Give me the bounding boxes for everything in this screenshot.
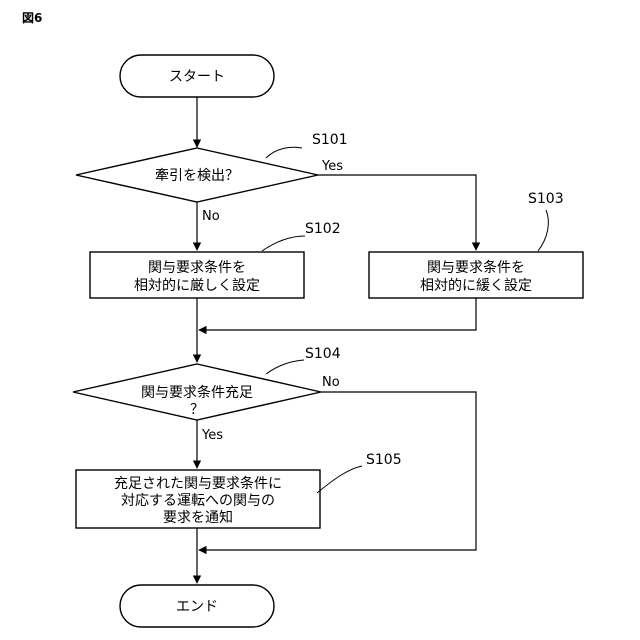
s104-no-label: No bbox=[322, 375, 340, 390]
decision-s104: 関与要求条件充足 ？ bbox=[73, 364, 321, 420]
s105-step: S105 bbox=[366, 452, 402, 468]
start-terminal: スタート bbox=[120, 55, 274, 97]
s105-line-3: 要求を通知 bbox=[163, 509, 233, 526]
s101-leader bbox=[266, 147, 302, 158]
s101-yes-label: Yes bbox=[321, 159, 343, 174]
s104-line-1: 関与要求条件充足 bbox=[141, 384, 253, 401]
s104-line-2: ？ bbox=[190, 402, 204, 418]
s103-line-1: 関与要求条件を bbox=[427, 259, 525, 276]
s104-step: S104 bbox=[305, 346, 341, 362]
s105-line-2: 対応する運転への関与の bbox=[121, 493, 275, 509]
end-terminal: エンド bbox=[120, 585, 274, 627]
s101-label: 牽引を検出？ bbox=[155, 167, 239, 184]
start-label: スタート bbox=[169, 69, 225, 85]
s105-line-1: 充足された関与要求条件に bbox=[114, 475, 282, 492]
s104-leader bbox=[266, 360, 304, 374]
process-s105: 充足された関与要求条件に 対応する運転への関与の 要求を通知 bbox=[76, 470, 320, 528]
arrow-s103-merge bbox=[199, 298, 476, 330]
s102-leader bbox=[262, 236, 305, 251]
s102-line-1: 関与要求条件を bbox=[148, 259, 246, 276]
s102-step: S102 bbox=[305, 221, 341, 237]
s104-yes-label: Yes bbox=[201, 428, 223, 443]
s103-leader bbox=[538, 210, 548, 251]
process-s102: 関与要求条件を 相対的に厳しく設定 bbox=[90, 252, 304, 298]
arrow-s101-yes-to-s103 bbox=[318, 175, 476, 250]
figure-label: 図6 bbox=[22, 11, 42, 25]
s105-leader bbox=[317, 466, 362, 493]
decision-s101: 牽引を検出？ bbox=[76, 148, 318, 202]
s103-step: S103 bbox=[528, 191, 564, 207]
process-s103: 関与要求条件を 相対的に緩く設定 bbox=[369, 252, 583, 298]
s103-line-2: 相対的に緩く設定 bbox=[420, 278, 532, 294]
s101-step: S101 bbox=[312, 132, 348, 148]
s102-line-2: 相対的に厳しく設定 bbox=[134, 278, 260, 294]
end-label: エンド bbox=[176, 599, 218, 615]
s101-no-label: No bbox=[202, 209, 220, 224]
